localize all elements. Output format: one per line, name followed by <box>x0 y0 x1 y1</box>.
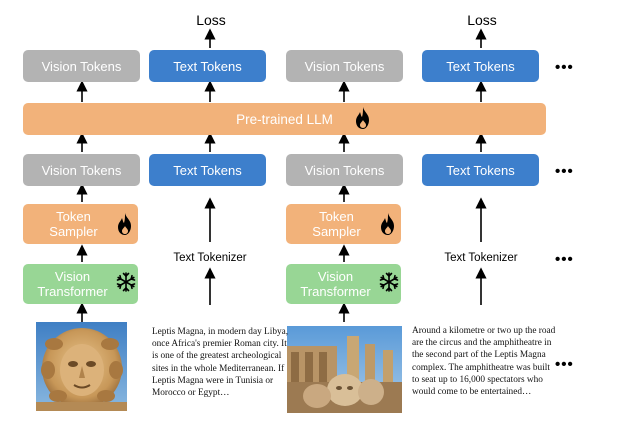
token-sampler-1: Token Sampler <box>23 204 138 244</box>
flame-icon <box>356 107 369 129</box>
snowflake-icon <box>379 272 399 292</box>
passage-text-2: Around a kilometre or two up the road ar… <box>412 326 556 398</box>
ellipsis-top: ••• <box>555 59 574 76</box>
vision-transformer-1: Vision Transformer <box>23 264 138 304</box>
text-tokenizer-2: Text Tokenizer <box>444 252 518 264</box>
flame-icon <box>381 213 394 235</box>
text-tokens-input-2: Text Tokens <box>422 154 539 186</box>
image-leptis-ruins <box>287 326 402 413</box>
ellipsis-bottom: ••• <box>555 356 574 373</box>
llm-label: Pre-trained LLM <box>236 111 333 127</box>
vision-tokens-input-1: Vision Tokens <box>23 154 140 186</box>
vision-tokens-input-2: Vision Tokens <box>286 154 403 186</box>
text-tokenizer-1: Text Tokenizer <box>173 252 247 264</box>
loss-label-1: Loss <box>196 12 226 28</box>
vision-tokens-output-2: Vision Tokens <box>286 50 403 82</box>
text-tokens-output-1: Text Tokens <box>149 50 266 82</box>
loss-label-2: Loss <box>467 12 497 28</box>
passage-text-1: Leptis Magna, in modern day Libya, once … <box>152 327 289 399</box>
flame-icon <box>118 213 131 235</box>
ellipsis-middle: ••• <box>555 163 574 180</box>
image-medusa-relief <box>36 322 127 411</box>
text-tokens-input-1: Text Tokens <box>149 154 266 186</box>
pretrained-llm-block: Pre-trained LLM <box>23 103 546 135</box>
ellipsis-lower: ••• <box>555 251 574 268</box>
text-tokens-output-2: Text Tokens <box>422 50 539 82</box>
snowflake-icon <box>116 272 136 292</box>
vision-tokens-output-1: Vision Tokens <box>23 50 140 82</box>
